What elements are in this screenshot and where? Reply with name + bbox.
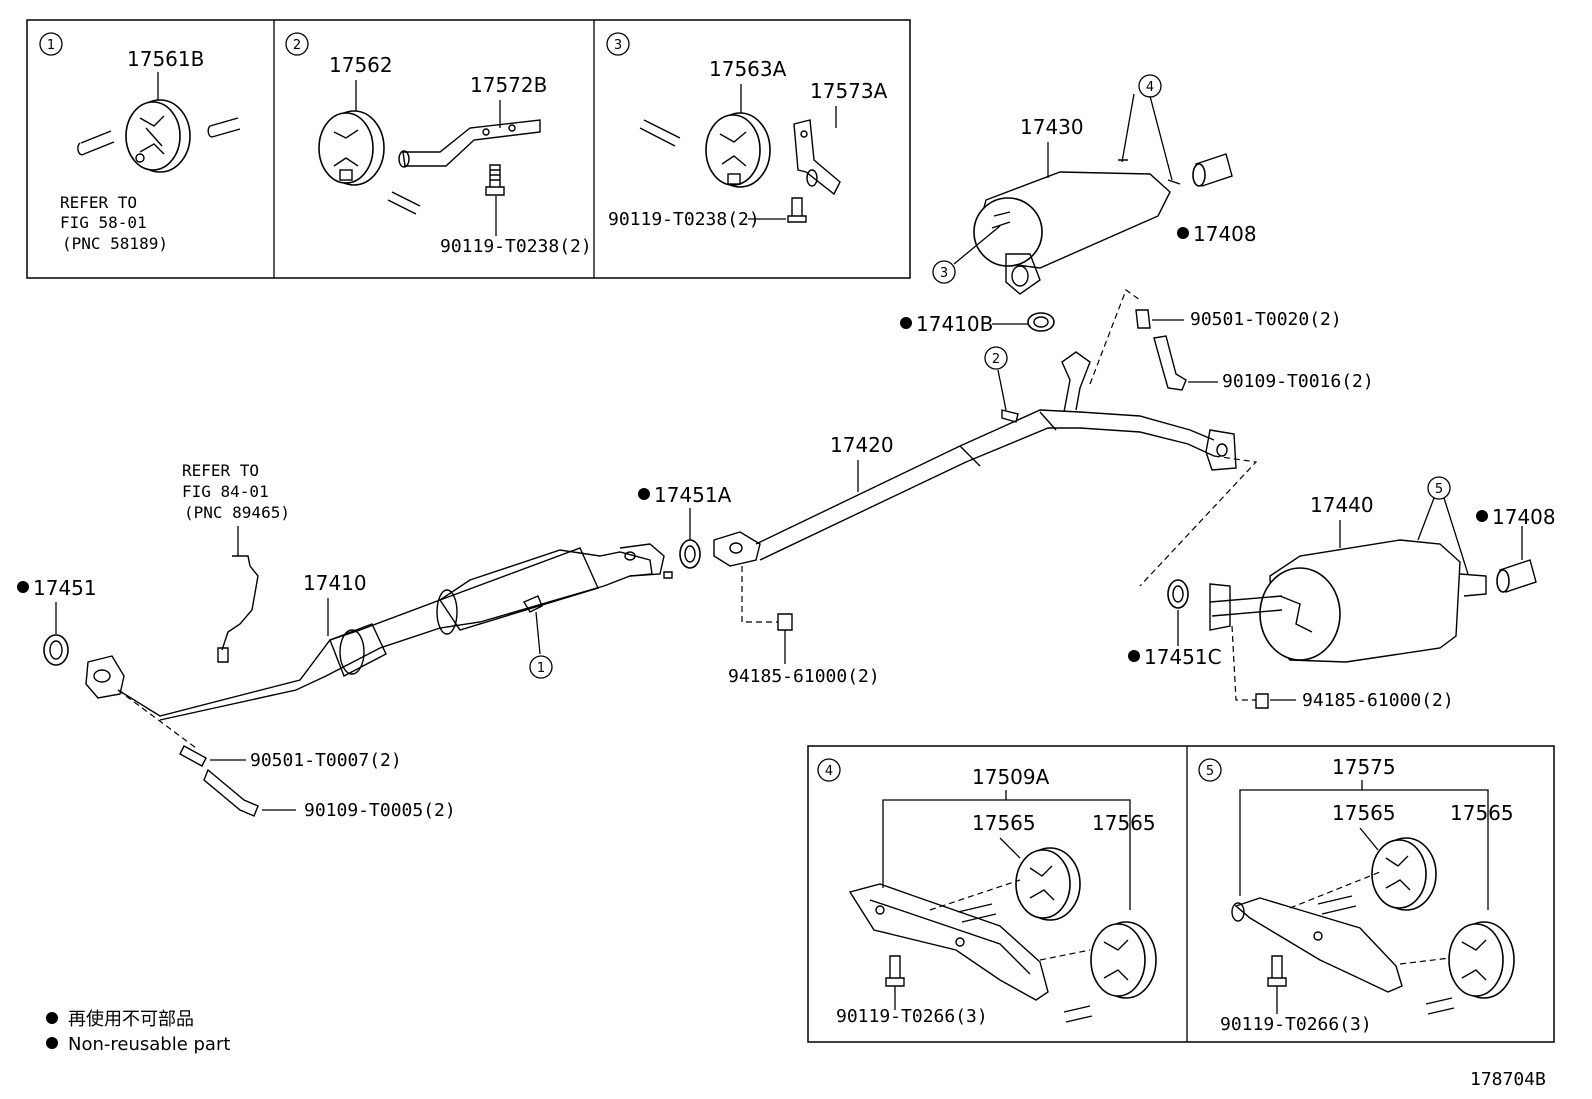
refer-line-2: FIG 58-01 [60,213,147,232]
part-17408-a: 17408 [1193,222,1257,246]
muffler-17440: 17440 94185-61000(2) 5 17408 [1209,476,1556,711]
callout-3: 3 [614,38,622,53]
nut-94185-61000-a: 94185-61000(2) [728,666,880,687]
bolt-icon [485,164,505,196]
bolt-90119-T0238-a: 90119-T0238(2) [440,236,592,257]
part-17565-c: 17565 [1332,801,1396,825]
bolt-icon [1267,955,1287,987]
inset-box-4: 4 17509A 17565 17565 [817,758,1157,1027]
spring-90501-T0020: 90501-T0020(2) [1190,309,1342,330]
center-pipe-17420: 17420 94185-61000(2) [713,289,1258,687]
part-17440: 17440 [1310,493,1374,517]
tail-pipe-icon [1496,559,1537,593]
rubber-hanger-icon [1448,921,1515,999]
legend: 再使用不可部品 Non-reusable part [46,1009,230,1055]
hanger-bracket-icon [793,119,841,196]
bolt-90119-T0266-b: 90119-T0266(3) [1220,1014,1372,1035]
refer-line-3: (PNC 58189) [62,234,168,253]
rubber-hanger-icon [1090,921,1157,999]
part-17573A: 17573A [810,79,888,103]
callout-3-label: 3 [940,266,948,281]
callout-2-main: 2 [984,346,1019,423]
hanger-bracket-icon [1231,897,1403,993]
callout-2: 2 [293,38,301,53]
callout-1-main: 1 [522,595,553,679]
rubber-hanger-icon [1371,837,1437,911]
bolt-90119-T0238-b: 90119-T0238(2) [608,209,760,230]
part-17410B: 17410B [916,312,993,336]
part-17575: 17575 [1332,755,1396,779]
callout-4-inset: 4 [825,764,833,779]
bottom-inset-panel: 4 17509A 17565 17565 [807,745,1555,1043]
part-17430: 17430 [1020,115,1084,139]
nut-94185-61000-b: 94185-61000(2) [1302,690,1454,711]
sensor-refer-line-1: REFER TO [182,461,259,480]
part-17451C: 17451C [1144,645,1222,669]
oxygen-sensor-ref: REFER TO FIG 84-01 (PNC 89465) [182,461,290,663]
bolt-90109-T0005: 90109-T0005(2) [304,800,456,821]
part-17561B: 17561B [127,47,204,71]
rubber-hanger-icon [1015,847,1081,921]
gasket-17451: 17451 [17,576,97,666]
part-17410: 17410 [303,571,367,595]
rubber-hanger-icon [318,110,385,186]
bolt-90119-T0266-a: 90119-T0266(3) [836,1006,988,1027]
spring-90501-T0007: 90501-T0007(2) [250,750,402,771]
sensor-refer-line-2: FIG 84-01 [182,482,269,501]
rear-bolts: 90501-T0020(2) 90109-T0016(2) [1135,309,1374,392]
gasket-17451A: 17451A [638,483,732,569]
callout-4-label: 4 [1146,80,1154,95]
part-17408-b: 17408 [1492,505,1556,529]
hanger-bracket-icon [848,883,1049,1001]
front-bolts: 90501-T0007(2) 90109-T0005(2) [117,689,456,821]
tail-pipe-icon [1192,153,1233,187]
part-17509A: 17509A [972,765,1050,789]
legend-jp: 再使用不可部品 [68,1009,194,1030]
part-17451A: 17451A [654,483,732,507]
part-17565-a: 17565 [972,811,1036,835]
part-17572B: 17572B [470,73,547,97]
inset-box-1: 1 17561B REFER TO FIG 58-01 (PNC 58189) [39,32,241,253]
callout-1-label: 1 [537,661,545,676]
refer-line-1: REFER TO [60,193,137,212]
gasket-17451C: 17451C [1128,579,1222,669]
callout-5-label: 5 [1435,482,1443,497]
part-17451: 17451 [33,576,97,600]
callout-5-inset: 5 [1206,764,1214,779]
top-inset-panel: 1 17561B REFER TO FIG 58-01 (PNC 58189) … [26,19,911,279]
part-17565-d: 17565 [1450,801,1514,825]
part-17563A: 17563A [709,57,787,81]
bolt-90109-T0016: 90109-T0016(2) [1222,371,1374,392]
part-17562: 17562 [329,53,393,77]
callout-1: 1 [47,38,55,53]
bolt-icon [885,955,905,987]
part-17420: 17420 [830,433,894,457]
sensor-refer-line-3: (PNC 89465) [184,503,290,522]
hanger-bracket-icon [398,119,541,168]
callout-2-label: 2 [992,352,1000,367]
gasket-17410B: 17410B [900,312,1055,336]
inset-box-2: 2 17562 17572B 90119-T [285,32,592,257]
inset-box-3: 3 17563A 17573A 90119-T0238(2) [606,32,888,230]
part-17565-b: 17565 [1092,811,1156,835]
main-assembly: 17451 17410 REFER TO FIG 84-01 (PNC 8946… [17,74,1556,821]
inset-box-5: 5 17575 17565 17565 [1198,755,1515,1035]
muffler-17430: 17430 4 3 17408 [932,74,1257,295]
figure-id: 178704B [1470,1069,1546,1090]
front-pipe-17410: 17410 [85,543,673,721]
rubber-hanger-icon [125,99,191,173]
legend-en: Non-reusable part [68,1034,230,1055]
bolt-icon [787,197,807,223]
rubber-hanger-icon [705,112,771,188]
